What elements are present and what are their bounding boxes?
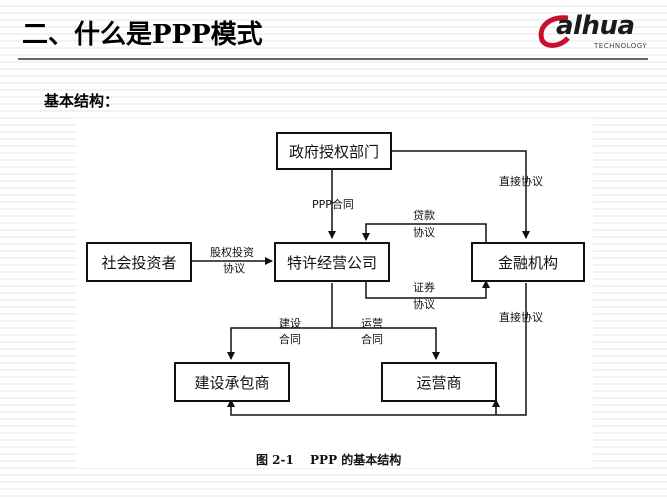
edge-gov-finance (390, 150, 530, 239)
label-direct-bottom: 直接协议 (499, 311, 543, 324)
figure-caption: 图 2-1 PPP 的基本结构 (256, 453, 402, 467)
logo-subtext: TECHNOLOGY (594, 42, 648, 50)
ppp-structure-figure: 政府授权部门 社会投资者 特许经营公司 金融机构 建设承包商 运营商 PPP合同… (76, 118, 593, 468)
node-financial-institution: 金融机构 (471, 242, 585, 282)
edge-spv-finance (365, 280, 490, 299)
label-build-line1: 建设 (279, 317, 301, 330)
node-investor: 社会投资者 (86, 242, 192, 282)
label-securities-line1: 证券 (413, 281, 435, 294)
label-ppp-contract: PPP合同 (312, 198, 354, 211)
node-contractor: 建设承包商 (174, 362, 290, 402)
title-divider (18, 58, 648, 60)
edge-finance-contractors (227, 283, 527, 416)
label-loan-line2: 协议 (413, 226, 435, 239)
label-direct-top: 直接协议 (499, 175, 543, 188)
node-concession-company: 特许经营公司 (274, 242, 390, 282)
label-equity-line1: 股权投资 (210, 246, 254, 259)
label-build-line2: 合同 (279, 333, 301, 346)
logo-swoosh-icon (538, 15, 570, 48)
label-operate-line2: 合同 (361, 333, 383, 346)
node-operator: 运营商 (381, 362, 497, 402)
edge-spv-contractors (227, 283, 333, 360)
diagram-edges (189, 150, 530, 416)
slide-title: 二、什么是PPP模式 (22, 20, 263, 50)
dahua-logo: alhua TECHNOLOGY (538, 11, 650, 52)
label-operate-line1: 运营 (361, 317, 383, 330)
logo-wordmark: alhua (556, 11, 635, 41)
label-loan-line1: 贷款 (413, 209, 435, 222)
section-label: 基本结构： (44, 92, 120, 110)
label-equity-line2: 协议 (223, 262, 245, 275)
edge-spv-operator (332, 327, 440, 360)
node-government: 政府授权部门 (276, 132, 392, 170)
edge-finance-spv (362, 223, 487, 243)
label-securities-line2: 协议 (413, 298, 435, 311)
